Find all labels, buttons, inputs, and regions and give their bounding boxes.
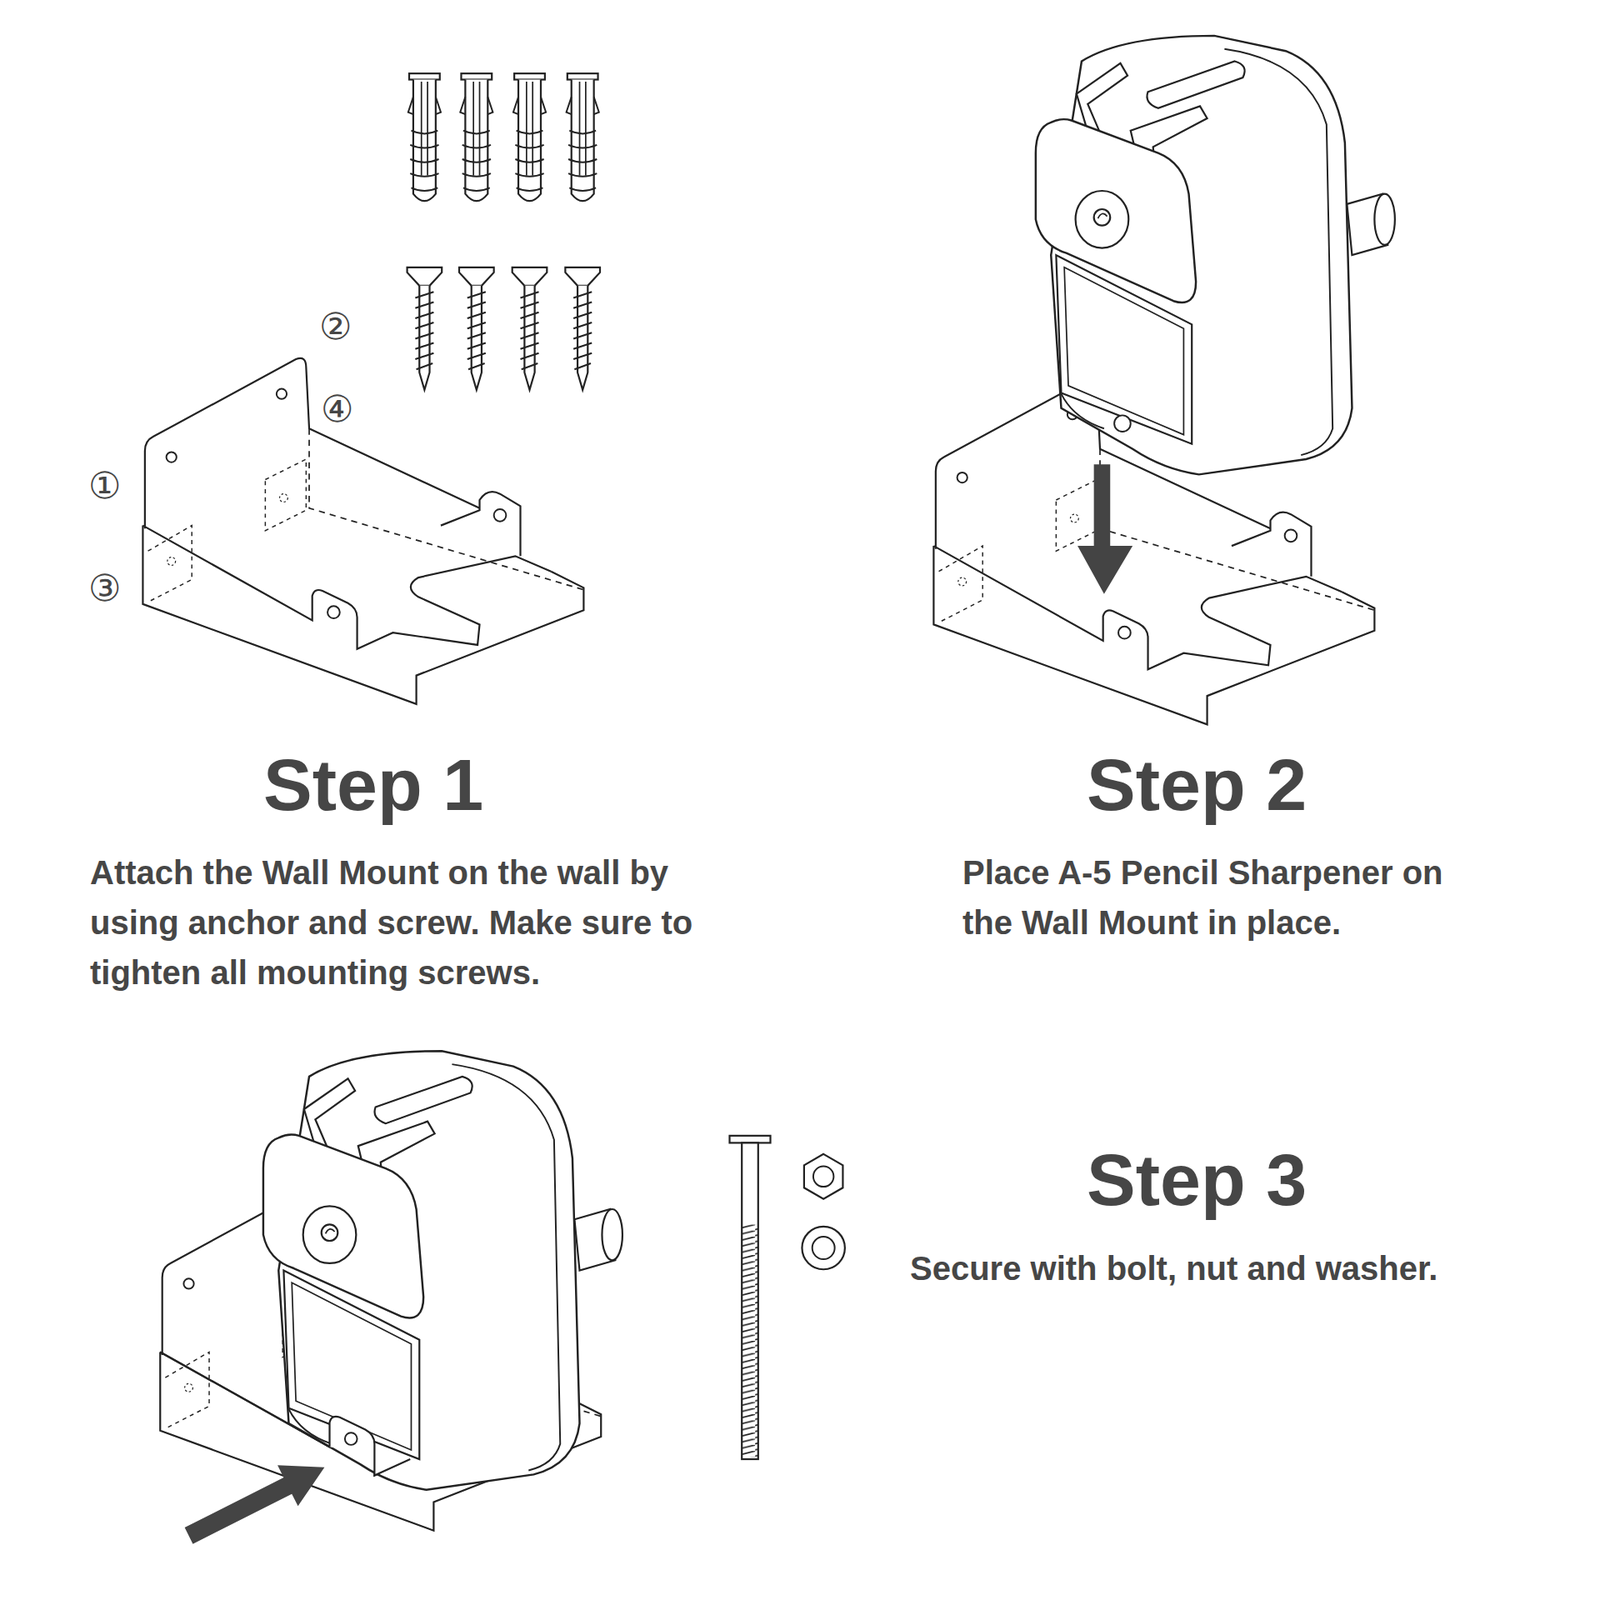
callout-number: ② — [319, 305, 352, 349]
hex-nut — [804, 1154, 844, 1200]
step-heading: Step 3 — [1086, 1143, 1307, 1217]
bolt — [730, 1135, 771, 1460]
instruction-text: Secure with bolt, nut and washer. — [910, 1243, 1438, 1294]
down-arrow — [1077, 464, 1133, 595]
callout-number: ④ — [320, 388, 354, 431]
pencil-sharpener — [1035, 35, 1395, 475]
washer — [801, 1226, 845, 1270]
instruction-text: Place A-5 Pencil Sharpener on the Wall M… — [962, 847, 1490, 948]
wall-anchor — [566, 73, 600, 201]
callout-number: ③ — [88, 567, 121, 610]
bracket-front-tab — [160, 1351, 410, 1475]
wall-anchor — [408, 73, 441, 201]
step-heading: Step 1 — [263, 748, 484, 822]
wall-mount-bracket — [142, 358, 584, 705]
wood-screw — [459, 267, 495, 390]
step-heading: Step 2 — [1086, 748, 1307, 822]
wood-screw — [512, 267, 548, 390]
wall-anchor — [513, 73, 546, 201]
insert-arrow — [185, 1465, 325, 1544]
wood-screw — [565, 267, 600, 390]
wood-screw — [407, 267, 443, 390]
callout-number: ① — [88, 465, 121, 508]
wall-anchor — [460, 73, 493, 201]
pencil-sharpener — [263, 1050, 623, 1490]
instruction-text: Attach the Wall Mount on the wall by usi… — [90, 847, 732, 998]
